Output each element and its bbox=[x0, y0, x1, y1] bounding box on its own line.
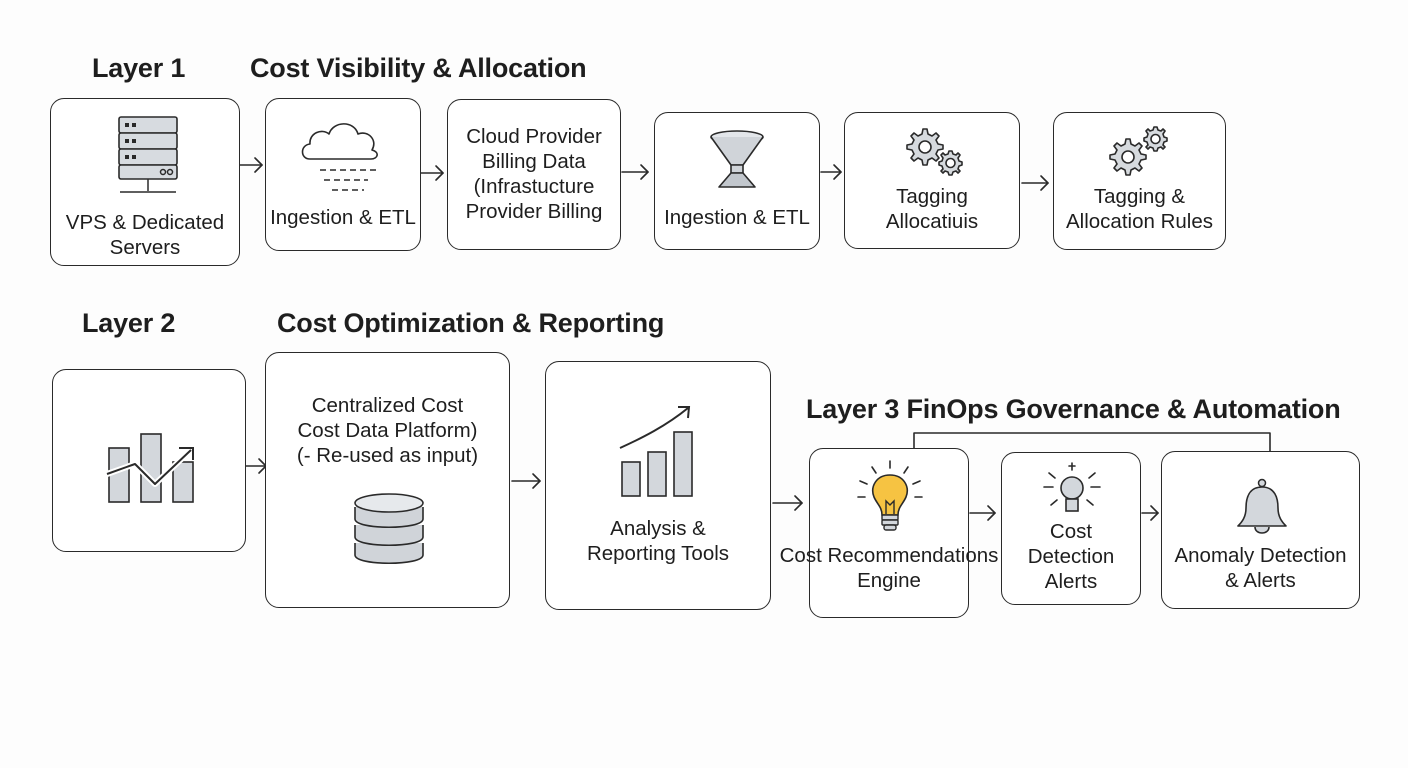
bell-icon bbox=[1237, 478, 1287, 534]
box-ingestion-etl-1[interactable]: Ingestion & ETL bbox=[265, 98, 421, 251]
lightbulb-icon bbox=[857, 460, 923, 531]
layer1-heading: Layer 1 bbox=[92, 53, 186, 83]
layer1-title: Cost Visibility & Allocation bbox=[250, 53, 587, 83]
box-cloud-provider-billing[interactable]: Cloud Provider Billing Data (Infrastuctu… bbox=[447, 99, 621, 250]
box-cost-detection-alerts[interactable]: Cost Detection Alerts bbox=[1001, 452, 1141, 605]
box-label: Cost Detection Alerts bbox=[1027, 520, 1115, 593]
gears-icon bbox=[906, 128, 963, 176]
cloud-icon bbox=[301, 123, 378, 191]
funnel-icon bbox=[710, 130, 764, 188]
layer2-title: Cost Optimization & Reporting bbox=[277, 308, 665, 338]
box-label: Cost Recommendations Engine bbox=[779, 544, 999, 592]
bar-chart-trend-icon bbox=[105, 433, 194, 503]
box-centralized-platform[interactable]: Centralized Cost Cost Data Platform) (- … bbox=[265, 352, 510, 608]
box-label: Centralized Cost Cost Data Platform) (- … bbox=[296, 394, 479, 467]
box-label: Tagging Allocatiuis bbox=[885, 185, 979, 233]
arrow-l2-1 bbox=[245, 458, 267, 474]
box-label: Tagging & Allocation Rules bbox=[1066, 185, 1213, 233]
growth-chart-icon bbox=[619, 406, 693, 497]
arrow-l1-5 bbox=[1021, 175, 1049, 191]
arrow-l1-2 bbox=[420, 165, 444, 181]
box-ingestion-etl-2[interactable]: Ingestion & ETL bbox=[654, 112, 820, 250]
layer3-title: Layer 3 FinOps Governance & Automation bbox=[806, 394, 1341, 424]
arrow-l2-2 bbox=[511, 473, 541, 489]
arrow-l3-1 bbox=[969, 505, 996, 521]
box-label: Ingestion & ETL bbox=[270, 206, 416, 229]
box-tagging-rules[interactable]: Tagging & Allocation Rules bbox=[1053, 112, 1226, 250]
box-label: Cloud Provider Billing Data (Infrastuctu… bbox=[465, 125, 603, 223]
box-tagging-allocation[interactable]: Tagging Allocatiuis bbox=[844, 112, 1020, 249]
box-label: Analysis & Reporting Tools bbox=[586, 517, 730, 565]
server-rack-icon bbox=[118, 116, 178, 193]
box-recommendations-engine[interactable]: Cost Recommendations Engine bbox=[780, 448, 998, 618]
arrow-l1-1 bbox=[239, 157, 263, 173]
alert-sensor-icon bbox=[1043, 462, 1101, 512]
box-label: Ingestion & ETL bbox=[664, 206, 810, 229]
box-cost-charts[interactable] bbox=[52, 369, 246, 552]
layer2-heading: Layer 2 bbox=[82, 308, 176, 338]
box-analysis-reporting[interactable]: Analysis & Reporting Tools bbox=[545, 361, 771, 610]
arrow-l2-3 bbox=[772, 495, 803, 511]
box-label: VPS & Dedicated Servers bbox=[65, 211, 225, 259]
box-label: Anomaly Detection & Alerts bbox=[1174, 544, 1347, 592]
box-anomaly-detection[interactable]: Anomaly Detection & Alerts bbox=[1161, 451, 1360, 609]
database-icon bbox=[354, 493, 424, 565]
box-vps-servers[interactable]: VPS & Dedicated Servers bbox=[50, 98, 240, 266]
arrow-l1-4 bbox=[820, 164, 842, 180]
governance-bracket bbox=[913, 432, 1271, 452]
gears-icon bbox=[1109, 126, 1168, 176]
arrow-l3-2 bbox=[1141, 505, 1159, 521]
arrow-l1-3 bbox=[621, 164, 649, 180]
